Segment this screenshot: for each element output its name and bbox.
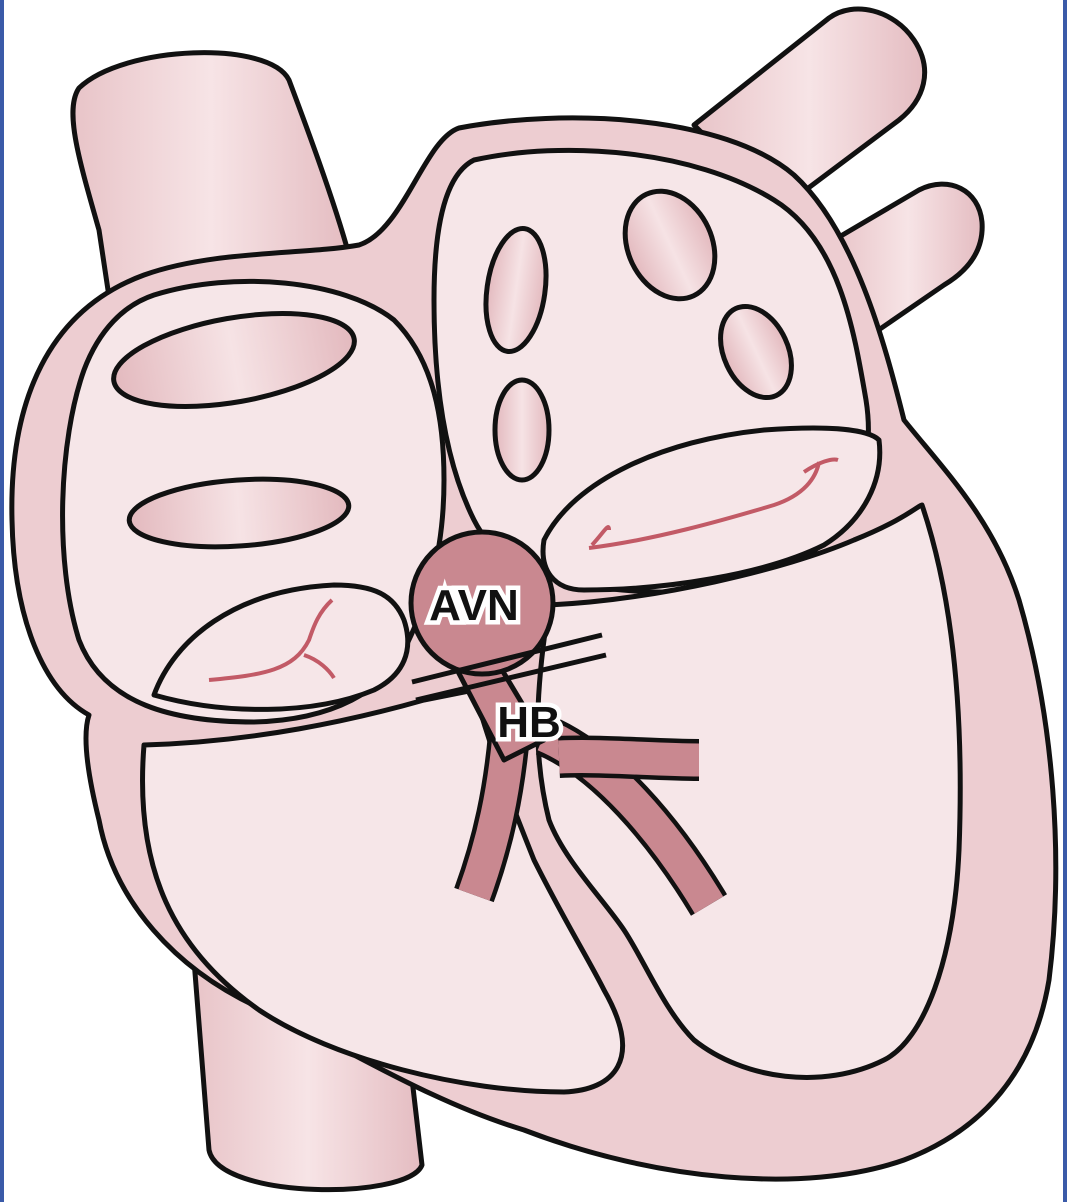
heart-diagram: AVN HB (4, 0, 1067, 1202)
avn-label: AVN (429, 581, 519, 630)
hb-label: HB (497, 698, 561, 747)
